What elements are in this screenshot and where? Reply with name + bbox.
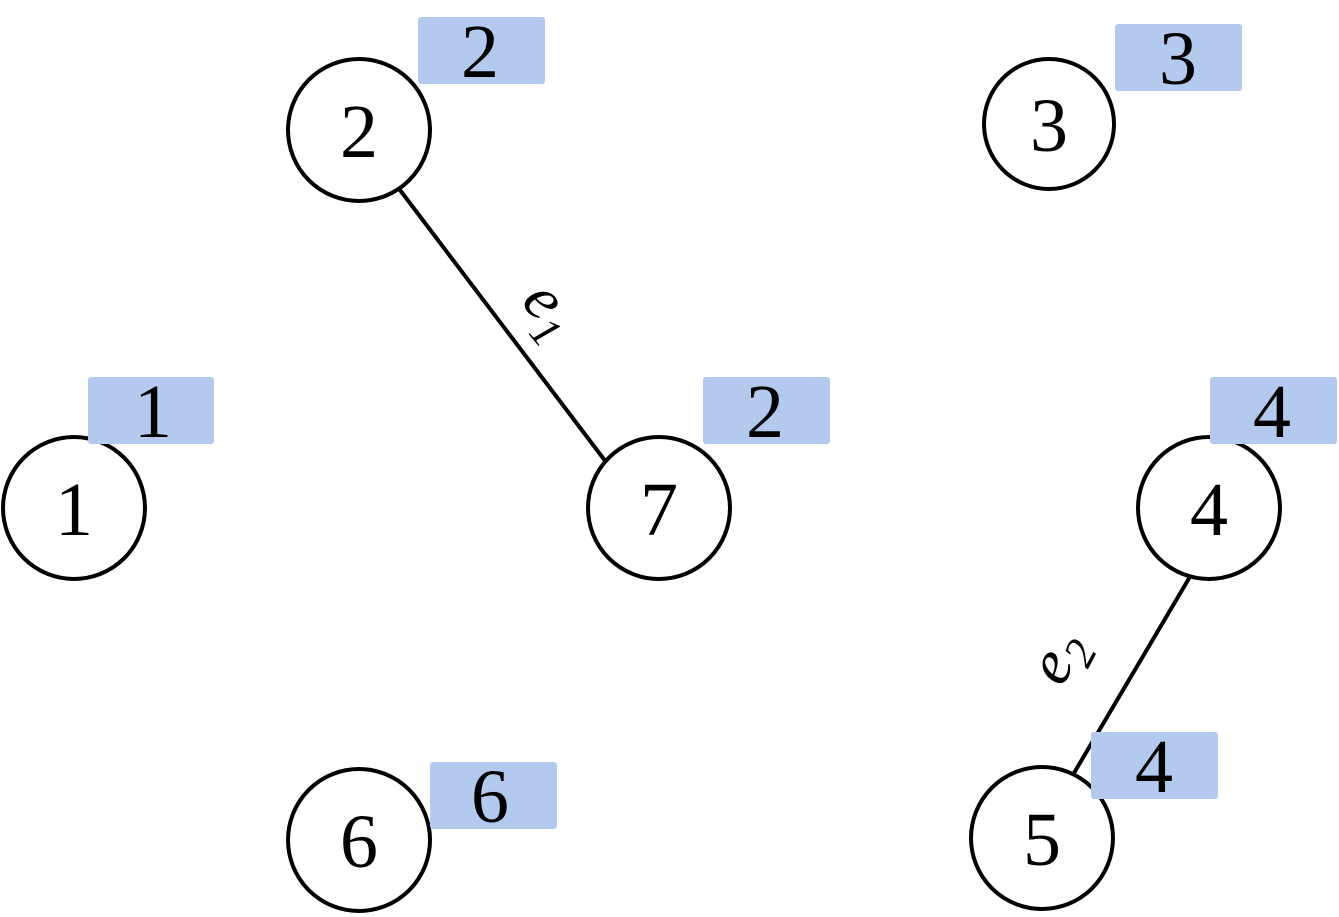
node-5-tag: 4: [1091, 725, 1218, 809]
node-7-tag: 2: [703, 370, 830, 454]
node-7-tag-value: 2: [746, 370, 784, 454]
node-2: 2: [286, 57, 432, 203]
node-6-label: 6: [340, 800, 378, 884]
node-6-tag-value: 6: [471, 755, 509, 839]
edge-2-7: [398, 188, 608, 464]
node-7-label: 7: [640, 468, 678, 552]
node-5: 5: [969, 765, 1115, 911]
node-3-tag: 3: [1115, 17, 1242, 101]
node-1: 1: [1, 435, 147, 581]
node-6: 6: [286, 767, 432, 913]
node-2-tag-value: 2: [461, 10, 499, 94]
node-4: 4: [1136, 435, 1282, 581]
node-4-tag: 4: [1210, 370, 1337, 454]
node-5-tag-value: 4: [1135, 725, 1173, 809]
node-5-label: 5: [1023, 798, 1061, 882]
node-1-tag-value: 1: [134, 370, 172, 454]
node-3-label: 3: [1030, 84, 1068, 168]
edge-label-e2: e2: [1012, 617, 1107, 700]
node-4-tag-value: 4: [1253, 370, 1291, 454]
node-2-label: 2: [340, 90, 378, 174]
node-3-tag-value: 3: [1159, 17, 1197, 101]
node-1-tag: 1: [88, 370, 214, 454]
node-3: 3: [982, 57, 1116, 191]
node-1-label: 1: [55, 468, 93, 552]
node-7: 7: [586, 435, 732, 581]
node-2-tag: 2: [418, 10, 545, 94]
node-6-tag: 6: [430, 755, 557, 839]
node-4-label: 4: [1190, 468, 1228, 552]
